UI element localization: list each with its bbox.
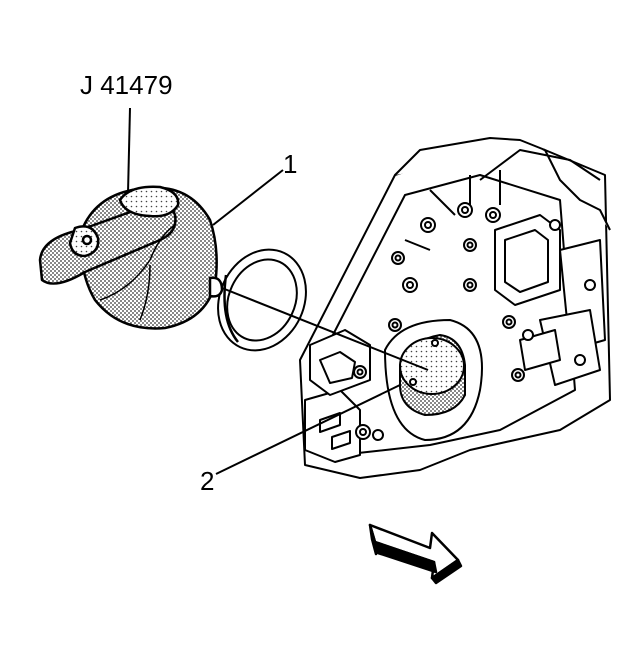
engine-block xyxy=(299,137,611,479)
rear-main-seal xyxy=(217,248,307,352)
tool-number-label: J 41479 xyxy=(80,70,173,100)
callout-2-label: 2 xyxy=(200,466,215,496)
crankshaft-rear-seal-area xyxy=(399,333,466,417)
seal-installer-tool xyxy=(38,185,224,330)
callout-1-label: 1 xyxy=(283,149,298,179)
front-direction-arrow-icon xyxy=(368,523,463,585)
leader-lines xyxy=(127,107,401,475)
alignment-line xyxy=(221,287,429,371)
